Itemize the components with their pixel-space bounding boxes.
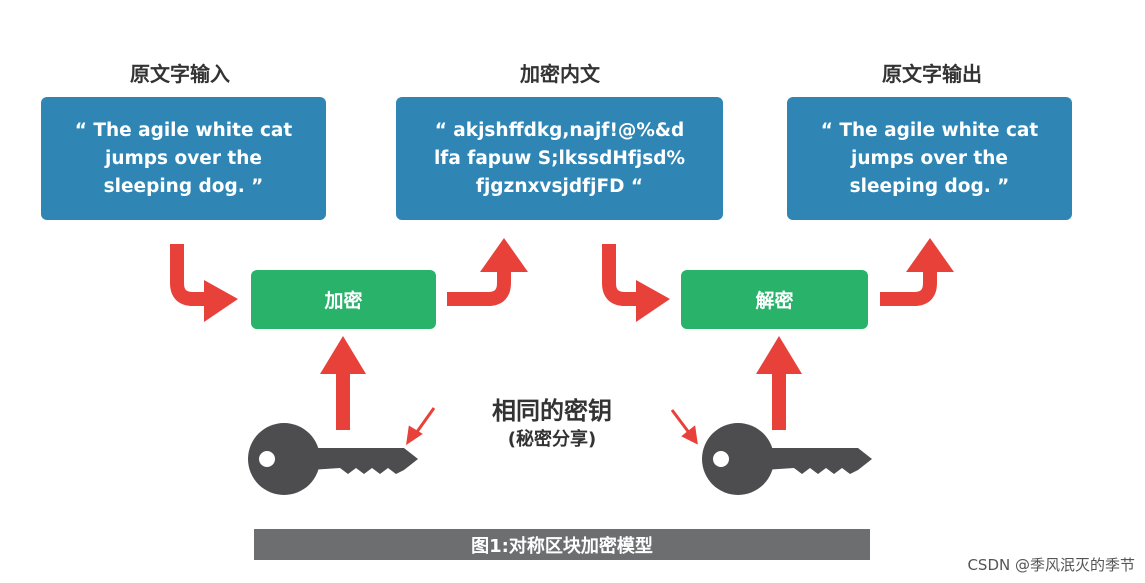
arrow-icon: [906, 238, 954, 272]
arrow-icon: [480, 238, 528, 272]
arrow-icon: [756, 336, 802, 374]
arrow-icon: [320, 336, 366, 374]
shared-key-subtitle: (秘密分享): [507, 429, 597, 450]
arrow-icon: [204, 280, 238, 322]
plaintext-output-box: “ The agile white cat jumps over the sle…: [787, 97, 1072, 220]
encrypt-box: 加密: [251, 270, 436, 329]
plaintext-input-text: “ The agile white cat jumps over the sle…: [74, 119, 293, 197]
ciphertext-text: “ akjshffdkg,najf!@%&d lfa fapuw S;lkssd…: [433, 119, 686, 197]
key-icon: [248, 423, 418, 495]
key-icon: [702, 423, 872, 495]
figure-caption: 图1:对称区块加密模型: [254, 529, 870, 560]
ciphertext-box: “ akjshffdkg,najf!@%&d lfa fapuw S;lkssd…: [396, 97, 723, 220]
watermark: CSDN @季风泯灭的季节: [967, 556, 1135, 574]
arrow-icon: [406, 425, 423, 446]
arrow-icon: [670, 409, 692, 435]
decrypt-box: 解密: [681, 270, 868, 329]
output-stage-label: 原文字输出: [882, 62, 982, 86]
arrow-icon: [636, 280, 670, 322]
arrow-icon: [447, 270, 511, 306]
arrow-icon: [880, 270, 937, 306]
arrow-icon: [170, 244, 205, 306]
arrow-icon: [681, 425, 698, 445]
cipher-stage-label: 加密内文: [520, 62, 600, 86]
plaintext-output-text: “ The agile white cat jumps over the sle…: [820, 119, 1039, 197]
plaintext-input-box: “ The agile white cat jumps over the sle…: [41, 97, 326, 220]
input-stage-label: 原文字输入: [130, 62, 230, 86]
arrow-icon: [602, 244, 637, 306]
shared-key-title: 相同的密钥: [492, 397, 612, 425]
